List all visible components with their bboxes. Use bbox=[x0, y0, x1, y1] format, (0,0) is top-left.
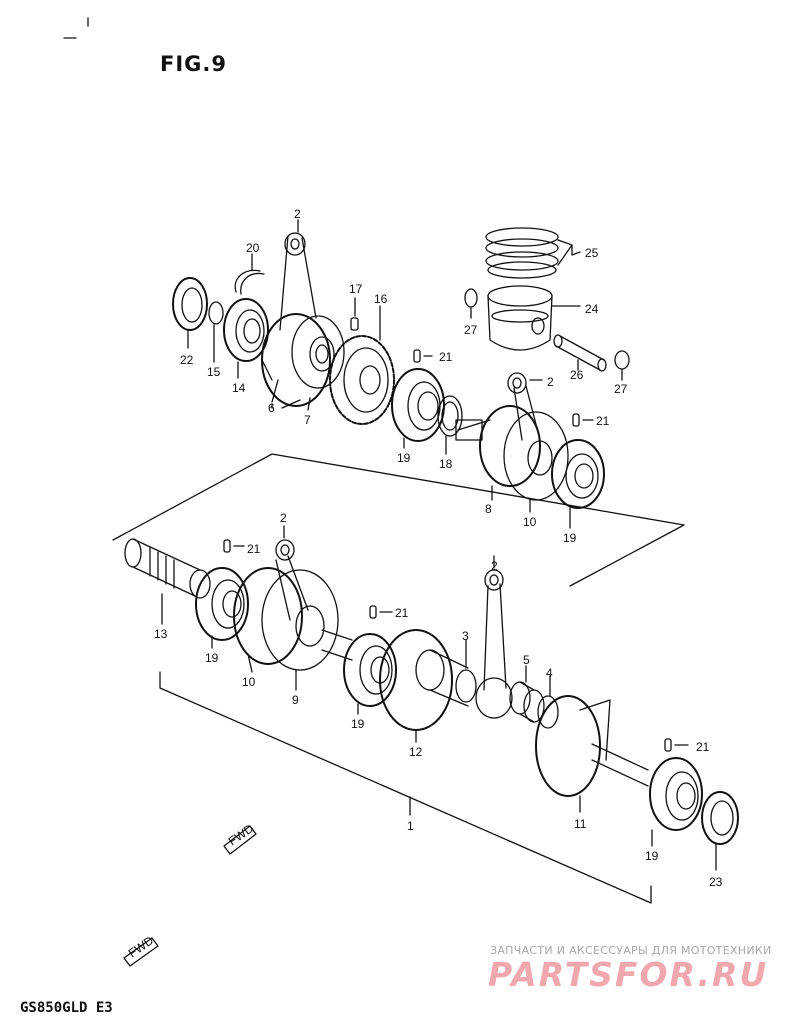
callout-24: 24 bbox=[585, 302, 599, 316]
callout-27: 27 bbox=[614, 382, 628, 396]
callout-11: 11 bbox=[574, 817, 587, 831]
callout-4: 4 bbox=[546, 666, 553, 680]
callout-5: 5 bbox=[523, 653, 530, 667]
oil-seal-22 bbox=[172, 277, 208, 349]
callout-18: 18 bbox=[439, 457, 453, 471]
ring-3 bbox=[455, 639, 477, 703]
dowel-21d bbox=[369, 605, 393, 619]
callout-2: 2 bbox=[294, 207, 301, 221]
callout-19: 19 bbox=[397, 451, 411, 465]
callout-2: 2 bbox=[547, 375, 554, 389]
watermark-tagline: ЗАПЧАСТИ И АКСЕССУАРЫ ДЛЯ МОТОТЕХНИКИ bbox=[490, 944, 772, 957]
callout-21: 21 bbox=[439, 350, 453, 364]
dowel-21e bbox=[664, 738, 689, 752]
callout-12: 12 bbox=[409, 745, 423, 759]
callout-22: 22 bbox=[180, 353, 194, 367]
callout-3: 3 bbox=[462, 629, 469, 643]
callout-21: 21 bbox=[395, 606, 409, 620]
model-code: GS850GLD E3 bbox=[20, 1000, 113, 1016]
callout-6: 6 bbox=[268, 401, 275, 415]
clip-27a bbox=[464, 288, 478, 319]
callout-8: 8 bbox=[485, 502, 492, 516]
callout-21: 21 bbox=[696, 740, 710, 754]
bearing-19e bbox=[649, 757, 703, 847]
pin-17 bbox=[350, 297, 359, 331]
dowel-21c bbox=[223, 539, 245, 553]
fwd-arrow-icon bbox=[223, 825, 257, 855]
callout-9: 9 bbox=[292, 693, 299, 707]
crank-web-12 bbox=[379, 629, 469, 743]
piston-pin-26 bbox=[553, 334, 607, 372]
watermark-logo: PARTSFOR.RU bbox=[488, 955, 769, 994]
callout-19: 19 bbox=[563, 531, 577, 545]
connecting-rod-2d bbox=[475, 555, 513, 719]
callout-1: 1 bbox=[407, 819, 414, 833]
bearing-19a bbox=[391, 368, 445, 449]
ring-15 bbox=[208, 301, 224, 363]
crank-web-6-7 bbox=[261, 313, 345, 411]
callout-15: 15 bbox=[207, 365, 221, 379]
splined-shaft-13 bbox=[124, 538, 211, 625]
assembly-bracket bbox=[159, 671, 652, 904]
callout-25: 25 bbox=[585, 246, 599, 260]
callout-19: 19 bbox=[351, 717, 365, 731]
crank-web-11 bbox=[535, 695, 649, 813]
callout-10: 10 bbox=[242, 675, 256, 689]
callout-7: 7 bbox=[304, 413, 311, 427]
needle-bearing-5 bbox=[509, 665, 545, 723]
crank-web-10-9 bbox=[233, 567, 339, 691]
bearing-19d bbox=[343, 633, 397, 715]
upper-bracket-line bbox=[112, 453, 685, 587]
ring-18 bbox=[437, 395, 463, 455]
connecting-rod-2a bbox=[279, 219, 317, 331]
figure-title: FIG.9 bbox=[160, 52, 227, 76]
connecting-rod-2b bbox=[507, 372, 543, 441]
gear-16 bbox=[329, 305, 395, 425]
callout-16: 16 bbox=[374, 292, 388, 306]
bearing-19b bbox=[551, 439, 605, 529]
callout-20: 20 bbox=[246, 241, 260, 255]
bearing-19c bbox=[195, 567, 249, 649]
callout-19: 19 bbox=[205, 651, 219, 665]
callout-26: 26 bbox=[570, 368, 584, 382]
callout-27: 27 bbox=[464, 323, 478, 337]
callout-19: 19 bbox=[645, 849, 659, 863]
callout-21: 21 bbox=[596, 414, 610, 428]
ring-4 bbox=[537, 675, 559, 729]
fwd-arrow-icon bbox=[123, 937, 159, 967]
circlip-20 bbox=[234, 253, 265, 295]
dowel-21a bbox=[413, 349, 433, 363]
piston-24 bbox=[487, 285, 581, 351]
callout-2: 2 bbox=[280, 511, 287, 525]
crank-web-8-10 bbox=[455, 405, 569, 513]
callout-13: 13 bbox=[154, 627, 168, 641]
piston-rings-25 bbox=[485, 227, 581, 279]
oil-seal-23 bbox=[701, 791, 739, 871]
connecting-rod-2c bbox=[275, 525, 309, 621]
journal-shaft bbox=[321, 629, 353, 661]
callout-10: 10 bbox=[523, 515, 537, 529]
callout-21: 21 bbox=[247, 542, 261, 556]
callout-14: 14 bbox=[232, 381, 246, 395]
clip-27b bbox=[614, 350, 630, 381]
dowel-21b bbox=[572, 413, 594, 427]
bearing-14 bbox=[223, 298, 269, 379]
callout-23: 23 bbox=[709, 875, 723, 889]
callout-17: 17 bbox=[349, 282, 363, 296]
callout-2: 2 bbox=[491, 559, 498, 573]
